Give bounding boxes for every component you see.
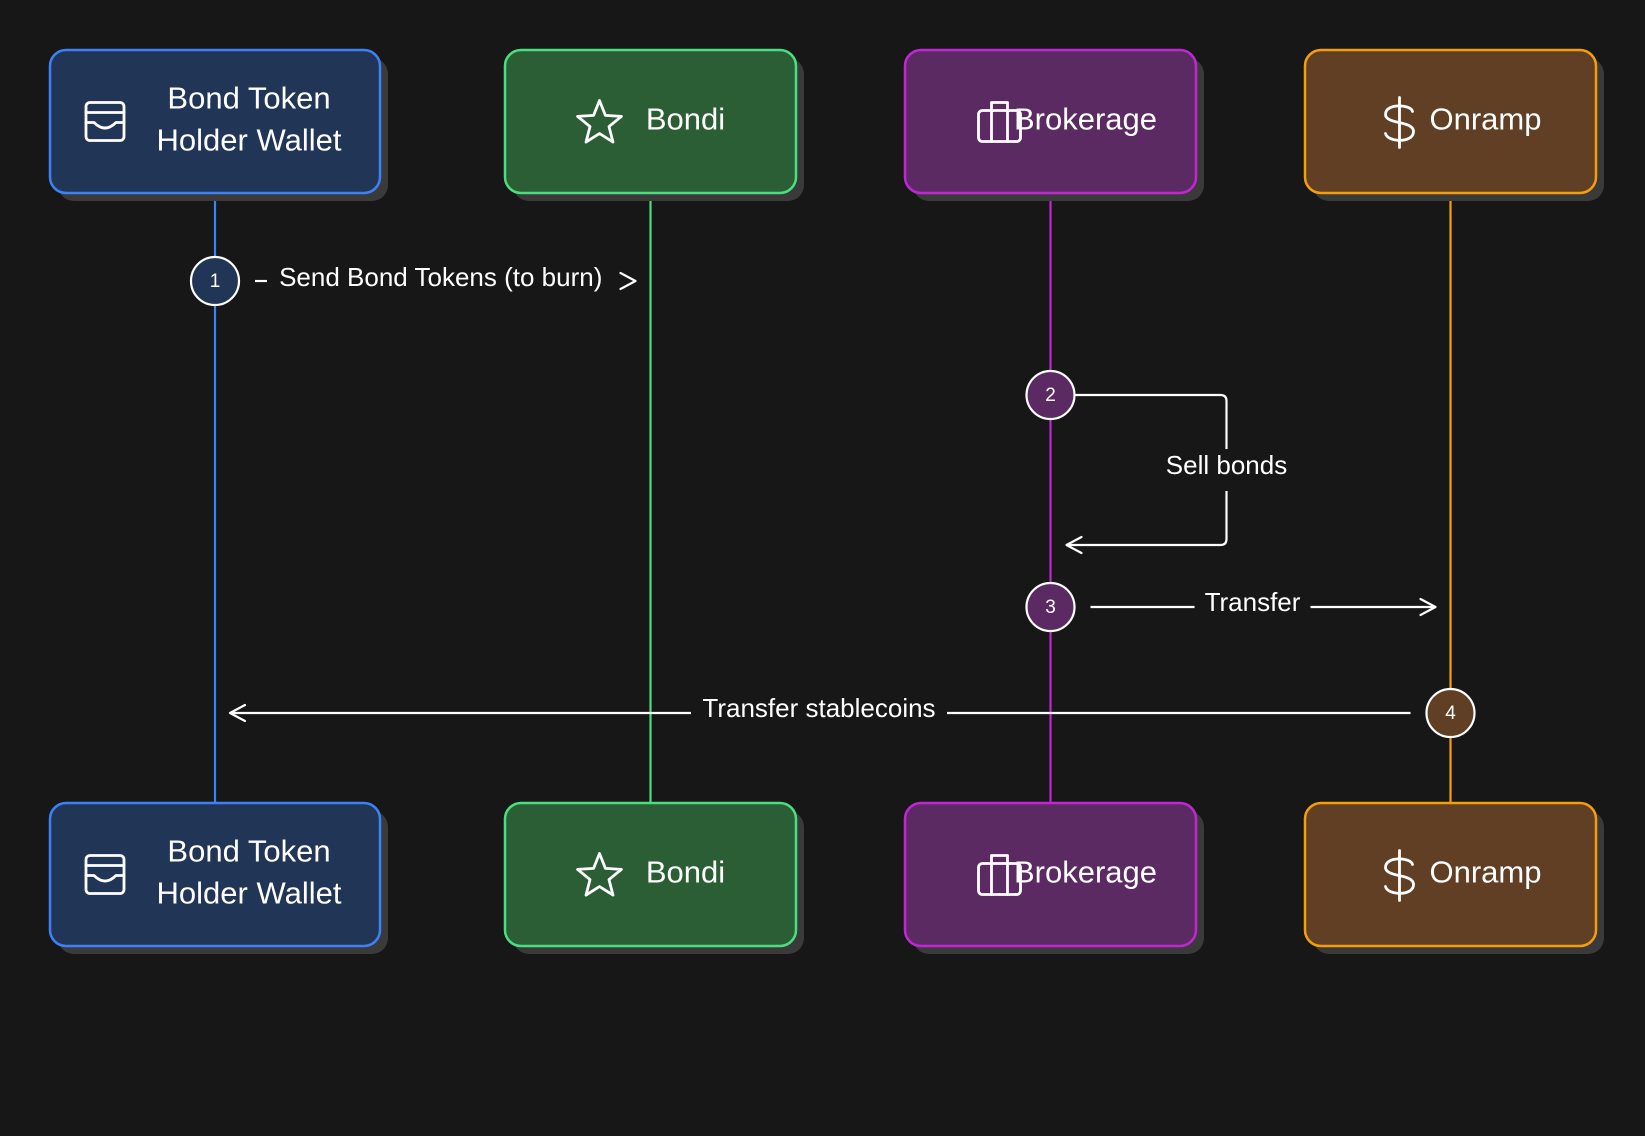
actor-label: Holder Wallet: [157, 123, 342, 158]
message-label: Transfer: [1205, 587, 1301, 617]
actor-label: Onramp: [1430, 102, 1542, 137]
actor-box: [1303, 48, 1598, 195]
actor-label: Bondi: [646, 102, 725, 137]
actor-label: Bond Token: [167, 834, 330, 869]
message-4: Transfer stablecoins 4: [228, 687, 1476, 739]
actor-box: [1303, 801, 1598, 948]
actor-brokerage-top: Brokerage: [903, 48, 1204, 201]
actor-label: Bond Token: [167, 81, 330, 116]
actor-brokerage-bottom: Brokerage: [903, 801, 1204, 954]
message-3: Transfer 3: [1025, 581, 1437, 633]
step-badge: 3: [1025, 581, 1076, 633]
actor-box: [503, 801, 798, 948]
message-2: Sell bonds 2: [1025, 369, 1297, 555]
arrow-head: [1419, 597, 1437, 617]
step-number: 4: [1445, 703, 1456, 724]
step-badge: 2: [1025, 369, 1076, 421]
step-number: 2: [1045, 385, 1056, 406]
label-background: [1156, 449, 1297, 491]
step-badge: 1: [189, 255, 241, 307]
message-label: Transfer stablecoins: [702, 693, 935, 723]
actor-bondi-bottom: Bondi: [503, 801, 804, 954]
actor-onramp-top: Onramp: [1303, 48, 1604, 201]
message-1: Send Bond Tokens (to burn) 1: [189, 255, 637, 307]
arrow-head: [619, 271, 637, 291]
label-background: [695, 691, 943, 735]
step-number: 1: [210, 271, 221, 292]
actor-label: Brokerage: [1014, 102, 1157, 137]
message-label: Send Bond Tokens (to burn): [279, 262, 602, 292]
star-icon: [576, 852, 623, 897]
step-badge: 4: [1425, 687, 1476, 739]
arrow-head: [1065, 535, 1083, 555]
actor-label: Onramp: [1430, 855, 1542, 890]
star-icon: [576, 99, 623, 144]
actor-onramp-bottom: Onramp: [1303, 801, 1604, 954]
arrow-head: [228, 703, 247, 723]
dollar-icon: [1384, 849, 1415, 902]
actor-box: [903, 48, 1198, 195]
message-label: Sell bonds: [1166, 450, 1287, 480]
actor-box: [503, 48, 798, 195]
briefcase-icon: [977, 101, 1022, 143]
step-number: 3: [1045, 597, 1056, 618]
actor-label: Brokerage: [1014, 855, 1157, 890]
wallet-icon: [84, 101, 126, 142]
wallet-icon: [84, 854, 126, 895]
actor-label: Bondi: [646, 855, 725, 890]
actor-bondi-top: Bondi: [503, 48, 804, 201]
actor-box: [48, 801, 382, 948]
briefcase-icon: [977, 854, 1022, 896]
actor-box: [48, 48, 382, 195]
actor-box: [903, 801, 1198, 948]
actor-label: Holder Wallet: [157, 876, 342, 911]
dollar-icon: [1384, 96, 1415, 149]
